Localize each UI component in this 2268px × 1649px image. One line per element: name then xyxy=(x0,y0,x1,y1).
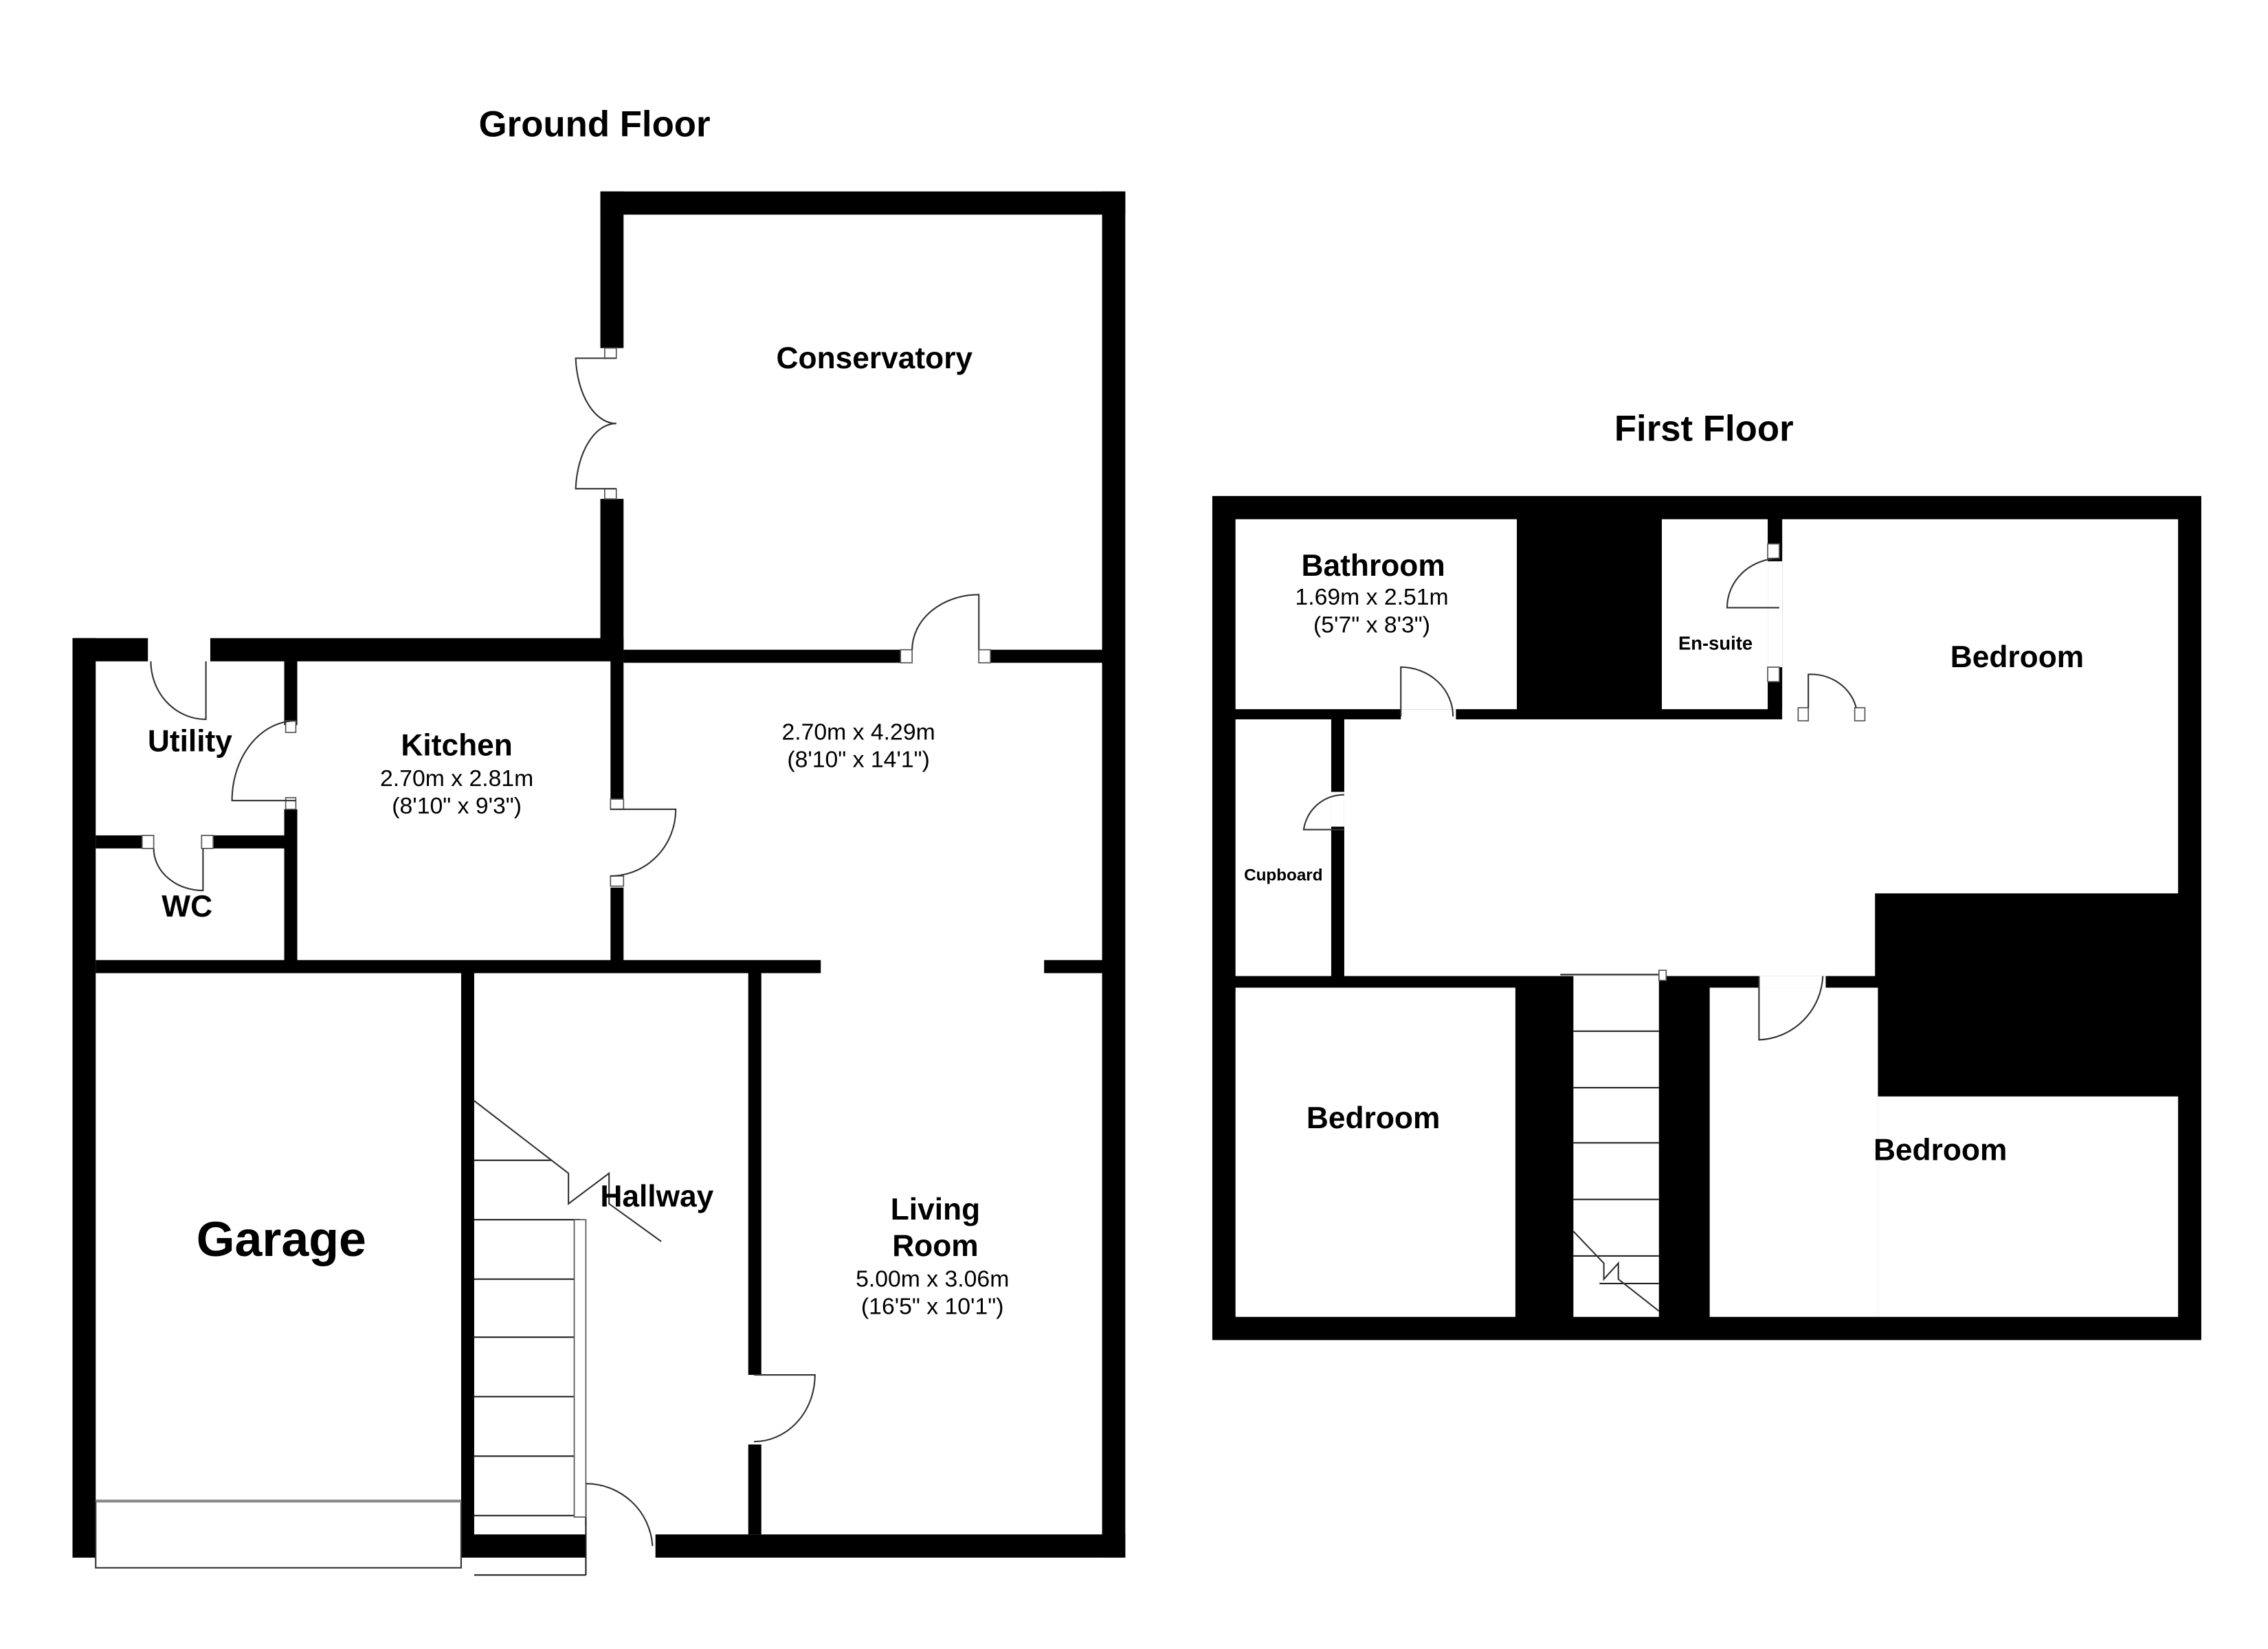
ground-floor-plan: Ground Floor xyxy=(72,104,1126,1576)
ground-floor-title: Ground Floor xyxy=(479,104,711,144)
ensuite-label: En-suite xyxy=(1678,633,1753,654)
kitchen-dimensions-imperial: (8'10" x 9'3") xyxy=(392,793,522,819)
bathroom-dimensions-metric: 1.69m x 2.51m xyxy=(1295,584,1448,610)
utility-external-door xyxy=(150,661,207,721)
bedroom-3-label: Bedroom xyxy=(1874,1134,2007,1167)
first-floor-doors xyxy=(1302,543,1866,1041)
cupboard-label: Cupboard xyxy=(1244,866,1322,884)
garage-label: Garage xyxy=(197,1212,366,1267)
bathroom-dimensions-imperial: (5'7" x 8'3") xyxy=(1313,612,1430,638)
ground-floor-walls xyxy=(72,191,1126,1558)
first-floor-staircase xyxy=(1560,969,1667,1312)
kitchen-dimensions-metric: 2.70m x 2.81m xyxy=(380,765,533,792)
first-floor-plan: First Floor xyxy=(1212,409,2201,1340)
ensuite-door xyxy=(1726,557,1779,609)
wc-label: WC xyxy=(162,890,212,923)
bathroom-label: Bathroom xyxy=(1302,549,1445,583)
utility-label: Utility xyxy=(148,724,232,758)
bedroom-2-label: Bedroom xyxy=(1307,1101,1440,1135)
first-floor-title: First Floor xyxy=(1614,409,1794,449)
front-door xyxy=(585,1483,654,1547)
living-room-dimensions-imperial: (16'5" x 10'1") xyxy=(861,1293,1004,1319)
ground-floor-doors xyxy=(141,347,991,1547)
cupboard-door xyxy=(1302,794,1344,831)
bedroom-1-door xyxy=(1808,673,1857,708)
hallway-staircase xyxy=(474,1100,662,1576)
garage-door xyxy=(95,1499,463,1569)
dining-dimensions-metric: 2.70m x 4.29m xyxy=(782,719,935,745)
first-floor-rooms xyxy=(1235,519,2179,1317)
conservatory-dining-door xyxy=(900,594,991,664)
hallway-living-door xyxy=(754,1374,816,1443)
hallway-label: Hallway xyxy=(600,1180,713,1213)
bedroom-1-label: Bedroom xyxy=(1950,640,2084,674)
kitchen-dining-door xyxy=(610,798,677,887)
living-room-label-line1: Living xyxy=(891,1193,980,1226)
utility-kitchen-door xyxy=(231,720,297,810)
bathroom-door xyxy=(1400,666,1454,717)
living-room-dimensions-metric: 5.00m x 3.06m xyxy=(856,1266,1009,1292)
kitchen-label: Kitchen xyxy=(401,729,512,763)
wc-door xyxy=(141,834,214,892)
living-room-label-line2: Room xyxy=(892,1229,978,1263)
dining-dimensions-imperial: (8'10" x 14'1") xyxy=(787,747,930,773)
conservatory-french-door xyxy=(575,347,617,500)
conservatory-label: Conservatory xyxy=(777,341,973,375)
bedroom-3-door xyxy=(1758,976,1824,1041)
